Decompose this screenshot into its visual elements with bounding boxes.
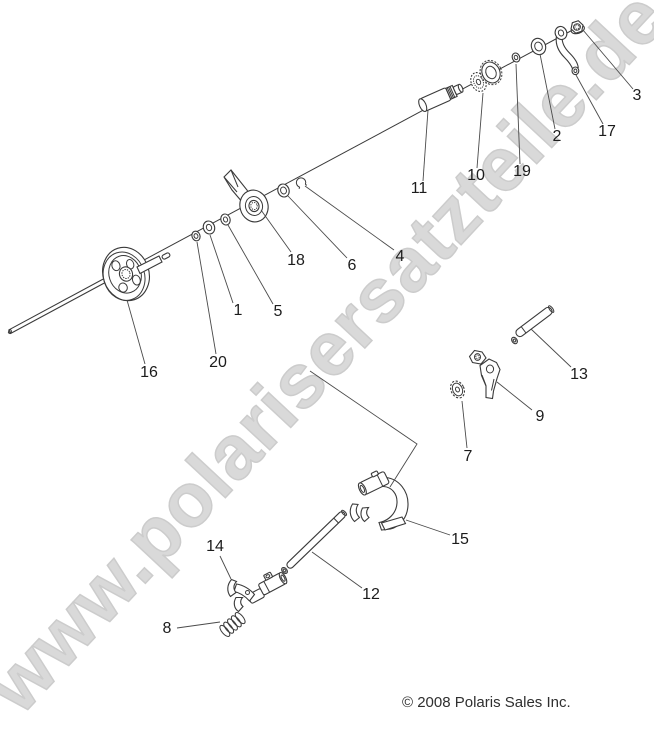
leader-line-5 [227,224,274,305]
leader-line-12 [311,551,363,589]
clip-4-drawing [295,177,308,190]
part-label-15: 15 [451,531,469,548]
part-label-18: 18 [287,252,305,269]
part-label-17: 17 [598,123,616,140]
leader-line-7 [461,400,468,449]
rod-12-drawing [281,509,348,575]
part-label-16: 16 [140,364,158,381]
exploded-parts-drawing [7,20,634,637]
spring-8-drawing [219,612,246,637]
parts-diagram-page: { "watermark": { "text": "www.polarisers… [0,0,654,729]
leader-line-17 [575,74,604,125]
leader-lines [126,29,634,629]
gear-10-drawing [470,59,503,92]
part-label-20: 20 [209,354,227,371]
leader-line-10 [476,92,484,169]
leader-line-3 [582,29,634,90]
part-18-housing-drawing [223,169,269,223]
part-label-9: 9 [535,408,545,425]
washer-2-drawing [530,37,547,56]
part-label-5: 5 [273,303,283,320]
leader-line-1 [209,234,234,304]
leader-line-16 [126,299,146,365]
leader-line-19 [515,63,521,165]
leader-line-6 [287,195,348,259]
part-label-19: 19 [513,163,531,180]
leader-line-15 [405,519,451,536]
part-label-7: 7 [463,448,473,465]
part-label-14: 14 [206,538,224,555]
shaft-11-drawing [418,83,464,113]
leader-line-4 [304,185,395,251]
leader-line-13 [530,328,572,368]
part-label-2: 2 [552,128,562,145]
washer-19-drawing [511,52,521,63]
part-label-1: 1 [233,302,243,319]
part-label-4: 4 [395,248,405,265]
part-label-3: 3 [632,87,642,104]
part-label-10: 10 [467,167,485,184]
leader-line-8 [176,621,221,629]
bracket-9-drawing [468,349,501,400]
part-label-11: 11 [410,180,428,197]
washer-6-drawing [277,183,290,198]
part-label-12: 12 [362,586,380,603]
leader-line-2 [539,53,556,130]
washer-5-drawing [220,213,231,226]
fork-15-drawing [349,470,409,531]
ratchet-7-drawing [449,380,466,399]
part-label-13: 13 [570,366,588,383]
fork-14-drawing [227,571,288,613]
lever-17-drawing [554,25,580,76]
washer-1-drawing [202,220,216,235]
leader-line-14 [219,555,232,580]
part-label-8: 8 [162,620,172,637]
assembly-reference-line [309,370,418,488]
part-label-6: 6 [347,257,357,274]
leader-line-20 [196,241,217,355]
copyright-text: © 2008 Polaris Sales Inc. [402,694,571,711]
leader-line-11 [422,109,429,182]
shaft-rod-drawing [8,273,116,335]
nut-3-drawing [570,20,585,35]
washer-20-drawing [191,230,201,242]
pin-13-drawing [511,305,555,345]
part-16-drum-drawing [102,246,171,302]
leader-line-9 [496,381,533,411]
leader-line-18 [260,209,292,253]
